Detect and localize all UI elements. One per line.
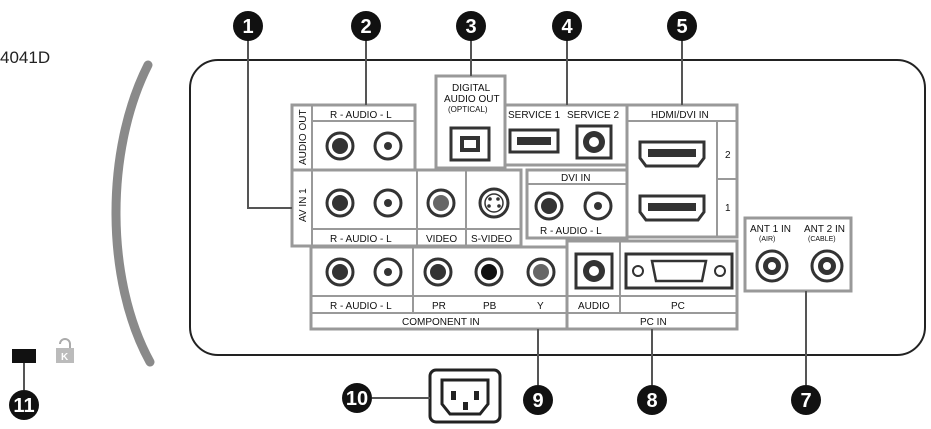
hdmi-port-1[interactable] [638, 194, 706, 222]
component-rl-label: R - AUDIO - L [330, 301, 392, 312]
ant1-jack[interactable] [755, 249, 789, 283]
dvi-audio-rl-label: R - AUDIO - L [540, 226, 602, 237]
kensington-k: K [61, 352, 69, 363]
component-pr-jack[interactable] [423, 257, 453, 287]
component-pb-jack[interactable] [474, 257, 504, 287]
service1-label: SERVICE 1 [508, 110, 560, 121]
digital-audio-label-3: (OPTICAL) [448, 105, 488, 114]
pc-label: PC [671, 301, 685, 312]
callout-4: 4 [552, 11, 582, 41]
ant1-label: ANT 1 IN [750, 224, 791, 235]
svg-text:5: 5 [676, 16, 687, 38]
service2-label: SERVICE 2 [567, 110, 619, 121]
model-number: 4041D [0, 48, 51, 67]
svg-text:9: 9 [532, 390, 543, 412]
callout-7: 7 [791, 385, 821, 415]
svg-text:7: 7 [800, 390, 811, 412]
hdmi-port-1-label: 1 [725, 203, 731, 214]
optical-port[interactable] [449, 126, 491, 162]
svg-text:11: 11 [13, 395, 34, 417]
dvi-audio-l-jack[interactable] [583, 191, 613, 221]
svg-text:2: 2 [360, 16, 371, 38]
av-in1-l-jack[interactable] [373, 188, 403, 218]
av-in1-video-jack[interactable] [426, 188, 456, 218]
component-audio-l-jack[interactable] [373, 257, 403, 287]
video-label: VIDEO [426, 234, 457, 245]
component-audio-r-jack[interactable] [325, 257, 355, 287]
side-curve [111, 60, 155, 367]
pc-in-label: PC IN [640, 317, 667, 328]
hdmi-port-2-label: 2 [725, 150, 731, 161]
ant-box [743, 216, 853, 293]
av-in1-rl-label: R - AUDIO - L [330, 234, 392, 245]
callout-2: 2 [351, 11, 381, 41]
kensington-lock-icon: K [56, 338, 74, 363]
callout-11: 11 [9, 390, 39, 420]
callout-8: 8 [637, 385, 667, 415]
svg-text:4: 4 [561, 16, 573, 38]
s-video-jack[interactable] [478, 187, 510, 219]
ant2-jack[interactable] [810, 249, 844, 283]
s-video-label: S-VIDEO [471, 234, 512, 245]
power-inlet[interactable] [428, 368, 502, 424]
kensington-slot[interactable] [12, 349, 36, 363]
hdmi-port-2[interactable] [638, 140, 706, 168]
dvi-in-label: DVI IN [561, 173, 590, 184]
ant1-sub: (AIR) [759, 236, 775, 243]
av-in1-label: AV IN 1 [298, 188, 309, 222]
component-in-label: COMPONENT IN [402, 317, 480, 328]
audio-out-r-jack[interactable] [325, 131, 355, 161]
service1-port[interactable] [508, 128, 560, 154]
component-y-jack[interactable] [526, 257, 556, 287]
dvi-in-box [525, 168, 629, 240]
component-pr-label: PR [432, 301, 446, 312]
vga-port[interactable] [624, 252, 734, 290]
callout-9: 9 [523, 385, 553, 415]
hdmi-dvi-label: HDMI/DVI IN [651, 110, 709, 121]
digital-audio-label-2: AUDIO OUT [444, 94, 500, 105]
digital-audio-label-1: DIGITAL [452, 83, 491, 94]
dvi-audio-r-jack[interactable] [534, 191, 564, 221]
audio-out-label: AUDIO OUT [298, 109, 309, 165]
ant2-label: ANT 2 IN [804, 224, 845, 235]
svg-text:10: 10 [346, 388, 368, 410]
svg-text:1: 1 [242, 16, 253, 38]
pc-audio-jack[interactable] [574, 252, 614, 290]
callout-1: 1 [233, 11, 263, 41]
audio-out-l-jack[interactable] [373, 131, 403, 161]
ant2-sub: (CABLE) [808, 236, 836, 243]
component-pb-label: PB [483, 301, 497, 312]
callout-10: 10 [342, 383, 372, 413]
svg-text:8: 8 [646, 390, 657, 412]
callout-5: 5 [667, 11, 697, 41]
av-in1-r-jack[interactable] [325, 188, 355, 218]
pc-audio-label: AUDIO [578, 301, 610, 312]
leader-lines [23, 40, 807, 399]
audio-out-rl-label: R - AUDIO - L [330, 110, 392, 121]
callout-3: 3 [456, 11, 486, 41]
service2-port[interactable] [575, 124, 613, 160]
component-y-label: Y [537, 301, 544, 312]
svg-text:3: 3 [465, 16, 476, 38]
